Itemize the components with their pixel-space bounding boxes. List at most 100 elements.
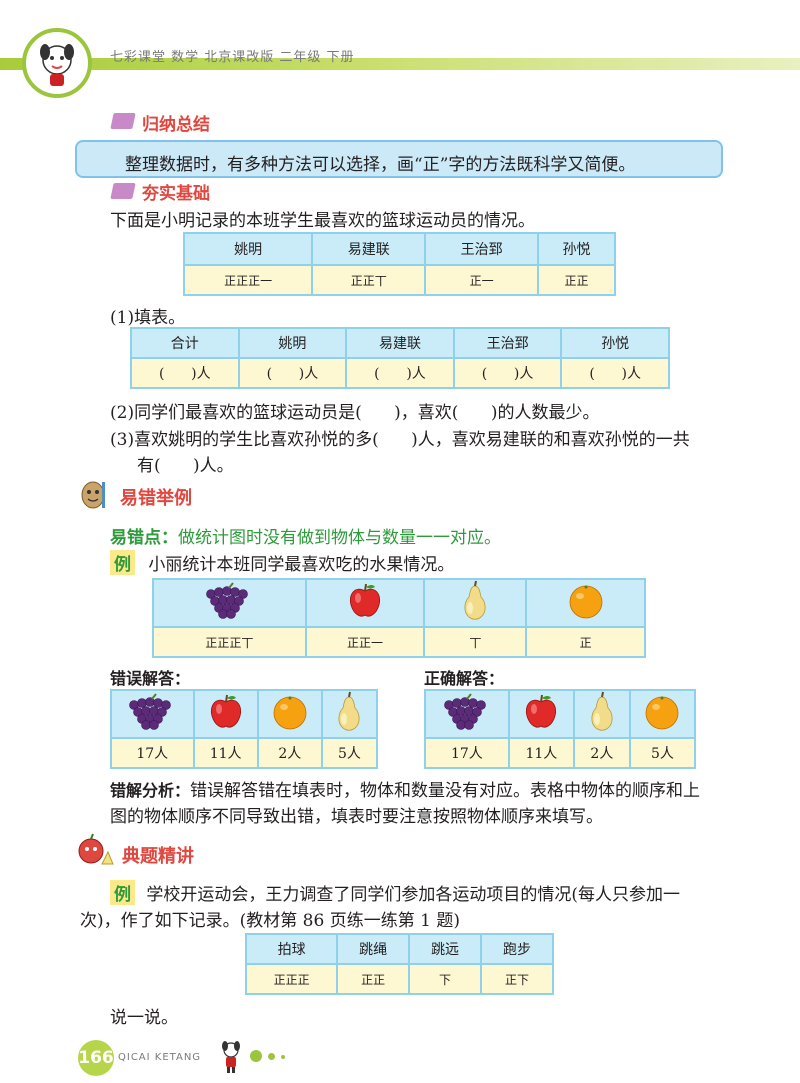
question-3-line2: 有( )人。 [137, 456, 234, 476]
analysis-text: 错误解答错在填表时，物体和数量没有对应。表格中物体的顺序和上 [190, 781, 701, 801]
table-cell: 正正丅 [311, 264, 427, 296]
table-cell: 17人 [110, 737, 195, 769]
wrong-answer-table: 17人 11人 2人 5人 [110, 689, 379, 769]
header-title: 七彩课堂 数学 北京课改版 二年级 下册 [110, 50, 355, 65]
table-header: 孙悦 [537, 232, 616, 266]
table-header: 拍球 [244, 933, 339, 965]
wrong-answer-label: 错误解答： [110, 669, 191, 688]
answer-blank[interactable]: ( )人 [130, 357, 240, 389]
table-cell: 正一 [424, 264, 540, 296]
page-number: 166 [78, 1040, 114, 1076]
pear-icon [585, 691, 619, 737]
section-title-basics: 夯实基础 [142, 184, 210, 204]
question-3-line1: (3)喜欢姚明的学生比喜欢孙悦的多( )人，喜欢易建联的和喜欢孙悦的一共 [110, 430, 690, 450]
fruit-cell [320, 689, 379, 739]
table-header: 孙悦 [560, 327, 670, 359]
table-cell: 正正正丅 [152, 626, 307, 658]
pear-icon [458, 580, 492, 626]
fruit-cell [256, 689, 323, 739]
mascot-apple-icon [78, 833, 114, 865]
table-header: 姚明 [237, 327, 348, 359]
question-1: (1)填表。 [110, 308, 186, 328]
table-cell: 丅 [423, 626, 528, 658]
apple-icon [345, 583, 385, 625]
table-header: 跑步 [480, 933, 554, 965]
fruit-cell [507, 689, 575, 739]
mascot-icon [40, 44, 74, 86]
table-cell: 17人 [424, 737, 510, 769]
fruit-cell [304, 578, 426, 628]
analysis-line1: 错解分析：错误解答错在填表时，物体和数量没有对应。表格中物体的顺序和上 [110, 776, 700, 801]
table-cell: 2人 [572, 737, 631, 769]
analysis-line2: 图的物体顺序不同导致出错，填表时要注意按照物体顺序来填写。 [110, 807, 603, 827]
question-2: (2)同学们最喜欢的篮球运动员是( )，喜欢( )的人数最少。 [110, 403, 600, 423]
example-text: 小丽统计本班同学最喜欢吃的水果情况。 [148, 555, 455, 575]
table-header: 王治郅 [424, 232, 540, 266]
table-cell: 5人 [320, 737, 379, 769]
example-line: 例 小丽统计本班同学最喜欢吃的水果情况。 [110, 550, 454, 575]
book-icon [110, 113, 136, 129]
grape-icon [126, 693, 178, 735]
section-title-mistakes: 易错举例 [120, 488, 192, 509]
table-header: 姚明 [182, 232, 314, 266]
summary-box [75, 140, 723, 178]
footer-mascot-icon [222, 1041, 240, 1073]
decor-dot [250, 1050, 262, 1062]
fruit-cell [110, 689, 195, 739]
classic-text-1: 学校开运动会，王力调查了同学们参加各运动项目的情况(每人只参加一 [146, 885, 681, 905]
fruit-cell [192, 689, 259, 739]
say-it: 说一说。 [110, 1008, 178, 1028]
table-header: 易建联 [311, 232, 427, 266]
player-tally-table: 姚明 易建联 王治郅 孙悦 正正正一 正正丅 正一 正正 [182, 232, 616, 296]
orange-icon [566, 585, 606, 625]
table-header: 王治郅 [452, 327, 563, 359]
example-badge: 例 [110, 550, 135, 575]
pear-icon [332, 691, 366, 737]
mistake-point: 易错点：做统计图时没有做到物体与数量一一对应。 [110, 523, 501, 548]
table-cell: 正下 [480, 963, 554, 995]
section-title-summary: 归纳总结 [142, 115, 210, 135]
table-header: 跳远 [408, 933, 483, 965]
answer-blank[interactable]: ( )人 [237, 357, 348, 389]
table-cell: 正正 [336, 963, 411, 995]
analysis-label: 错解分析： [110, 781, 191, 800]
sport-tally-table: 拍球 跳绳 跳远 跑步 正正正 正正 下 正下 [244, 933, 554, 995]
player-count-table: 合计 姚明 易建联 王治郅 孙悦 ( )人 ( )人 ( )人 ( )人 ( )… [130, 327, 670, 389]
fruit-tally-table: 正正正丅 正正一 丅 正 [152, 578, 646, 658]
apple-icon [521, 694, 561, 736]
fruit-cell [628, 689, 697, 739]
potato-mascot-icon [81, 481, 105, 509]
answer-blank[interactable]: ( )人 [345, 357, 455, 389]
apple-icon [206, 694, 246, 736]
decor-dot [281, 1055, 285, 1059]
mascot-logo [22, 28, 92, 98]
table-cell: 下 [408, 963, 483, 995]
example-badge: 例 [110, 880, 135, 905]
grape-icon [203, 582, 255, 624]
book-icon [110, 183, 136, 199]
table-header: 易建联 [345, 327, 455, 359]
orange-icon [270, 696, 310, 736]
table-cell: 2人 [256, 737, 323, 769]
answer-blank[interactable]: ( )人 [560, 357, 670, 389]
table-header: 跳绳 [336, 933, 411, 965]
fruit-cell [525, 578, 646, 628]
table-cell: 正正 [537, 264, 616, 296]
footer-brand: QICAI KETANG [118, 1052, 202, 1063]
fruit-cell [423, 578, 528, 628]
right-answer-table: 17人 11人 2人 5人 [424, 689, 697, 769]
orange-icon [642, 696, 682, 736]
table-cell: 正正正一 [182, 264, 314, 296]
table-cell: 正 [525, 626, 646, 658]
table-cell: 5人 [628, 737, 697, 769]
mistake-point-label: 易错点： [110, 528, 178, 548]
fruit-cell [152, 578, 307, 628]
grape-icon [441, 693, 493, 735]
fruit-cell [424, 689, 510, 739]
header-band [0, 58, 800, 70]
mistake-point-text: 做统计图时没有做到物体与数量一一对应。 [178, 528, 501, 548]
answer-blank[interactable]: ( )人 [452, 357, 563, 389]
table-cell: 11人 [192, 737, 259, 769]
table-cell: 正正一 [304, 626, 426, 658]
table-cell: 正正正 [244, 963, 339, 995]
